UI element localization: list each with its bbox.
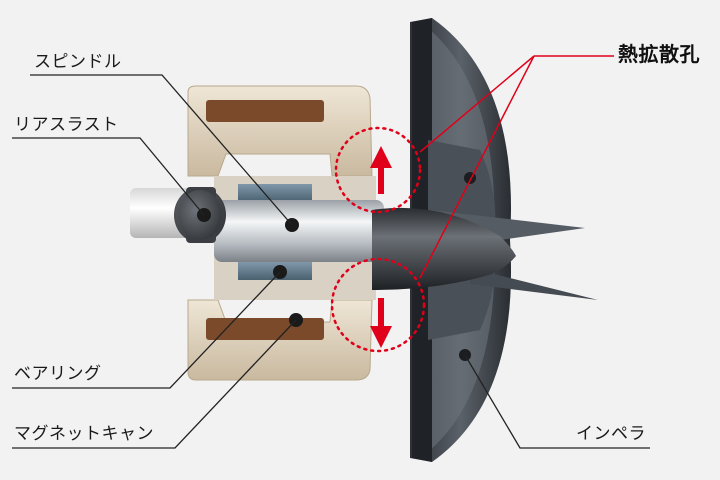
label-impeller: インペラ (576, 424, 646, 444)
bearing-upper (238, 184, 312, 202)
stator-upper (187, 85, 373, 177)
airflow-arrow-down (378, 298, 384, 330)
label-spindle: スピンドル (34, 52, 122, 72)
leader-lines (12, 74, 650, 449)
cone-hub (372, 207, 516, 290)
heat-hole-highlight (330, 55, 614, 353)
coil-lower (206, 318, 324, 340)
label-heat-hole: 熱拡散孔 (618, 42, 700, 66)
label-magnet-can: マグネットキャン (14, 424, 154, 444)
label-bearing: ベアリング (14, 364, 102, 384)
spindle-shaft (214, 200, 384, 262)
airflow-arrow-up (378, 164, 384, 194)
coil-upper (206, 100, 324, 122)
label-rear-thrust: リアスラスト (14, 115, 119, 135)
